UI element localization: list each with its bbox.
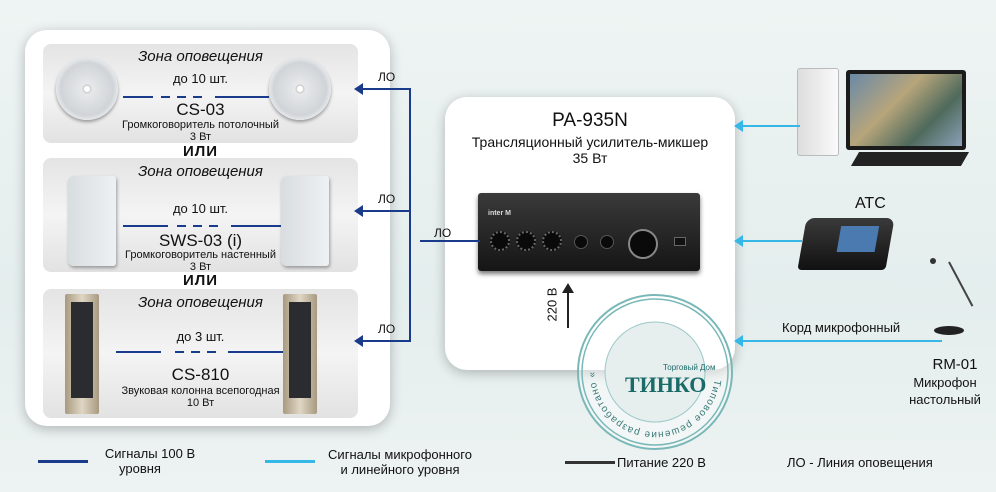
zone-model: CS-03: [176, 100, 225, 119]
legend-mic-text: и линейного уровня: [340, 462, 460, 477]
wall-speaker-icon: [281, 176, 329, 266]
atc-label: АТС: [855, 195, 886, 212]
zone-desc: Громкоговоритель потолочный: [122, 119, 279, 131]
monitor-icon: [846, 70, 966, 150]
zone-count: до 10 шт.: [172, 71, 229, 86]
lo-arrow: [354, 83, 410, 95]
lo-label: ЛО: [378, 322, 396, 336]
cord-label: Корд микрофонный: [782, 320, 901, 335]
lo-label: ЛО: [434, 226, 452, 240]
master-volume-knob: [628, 229, 658, 259]
zone-power: 10 Вт: [186, 397, 215, 409]
keyboard-icon: [850, 152, 970, 166]
microphone-icon: [930, 258, 974, 338]
zone-model: CS-810: [171, 365, 230, 384]
zone-title: Зона оповещения: [138, 163, 263, 180]
legend-mic-line: [265, 460, 315, 463]
stamp-company: ТИНКО: [625, 372, 706, 397]
legend-100v-line: [38, 460, 88, 463]
lo-arrow: [354, 335, 410, 347]
zone-model: SWS-03 (i): [158, 231, 243, 250]
power-switch: [674, 237, 686, 246]
legend-100v-text: уровня: [119, 461, 161, 476]
amp-desc: Трансляционный усилитель-микшер: [471, 134, 709, 150]
mic-arrow: [734, 335, 942, 347]
lo-label: ЛО: [378, 192, 396, 206]
legend-power-line: [565, 461, 615, 464]
amplifier-image: inter M: [478, 193, 700, 271]
or-label: ИЛИ: [182, 143, 219, 160]
legend-lo-text: ЛО - Линия оповещения: [787, 455, 933, 470]
zone-power: 3 Вт: [189, 131, 212, 143]
legend-power-text: Питание 220 В: [617, 455, 706, 470]
mic-desc: настольный: [909, 392, 981, 407]
zone-cs810: Зона оповещения до 3 шт. CS-810 Звуковая…: [43, 289, 358, 418]
zone-count: до 10 шт.: [172, 201, 229, 216]
lo-bus-line: [409, 88, 411, 342]
legend-mic-text: Сигналы микрофонного: [328, 447, 472, 462]
legend-100v-text: Сигналы 100 В: [104, 446, 196, 461]
column-speaker-icon: [283, 294, 317, 414]
zone-title: Зона оповещения: [138, 294, 263, 311]
atc-arrow: [734, 235, 802, 247]
zone-power: 3 Вт: [189, 261, 212, 273]
zone-desc: Громкоговоритель настенный: [125, 249, 276, 261]
lo-output-line: [420, 240, 480, 242]
zone-count: до 3 шт.: [176, 329, 225, 344]
stamp-company-small: Торговый Дом: [663, 363, 716, 372]
mic-model: RM-01: [932, 356, 978, 373]
power-arrow: [567, 292, 569, 328]
column-speaker-icon: [65, 294, 99, 414]
mic-desc: Микрофон: [913, 375, 977, 390]
computer-icon: [797, 68, 839, 156]
zone-sws03: Зона оповещения до 10 шт. SWS-03 (i) Гро…: [43, 158, 358, 273]
amp-model: PA-935N: [552, 110, 628, 131]
zone-cs03: Зона оповещения до 10 шт. CS-03 Громкого…: [43, 44, 358, 143]
wall-speaker-icon: [68, 176, 116, 266]
ceiling-speaker-icon: [269, 58, 331, 120]
amp-brand: inter M: [488, 210, 511, 217]
power-in-label: 220 В: [544, 287, 560, 322]
lo-arrow: [354, 205, 410, 217]
amp-power: 35 Вт: [572, 150, 608, 166]
phone-icon: [797, 218, 895, 270]
zone-title: Зона оповещения: [138, 48, 263, 65]
pc-arrow: [734, 120, 800, 132]
zone-desc: Звуковая колонна всепогодная: [121, 385, 280, 397]
lo-label: ЛО: [378, 70, 396, 84]
ceiling-speaker-icon: [56, 58, 118, 120]
tinko-stamp: Типовое решение разработано «Торговым До…: [575, 292, 733, 450]
or-label: ИЛИ: [182, 272, 219, 289]
